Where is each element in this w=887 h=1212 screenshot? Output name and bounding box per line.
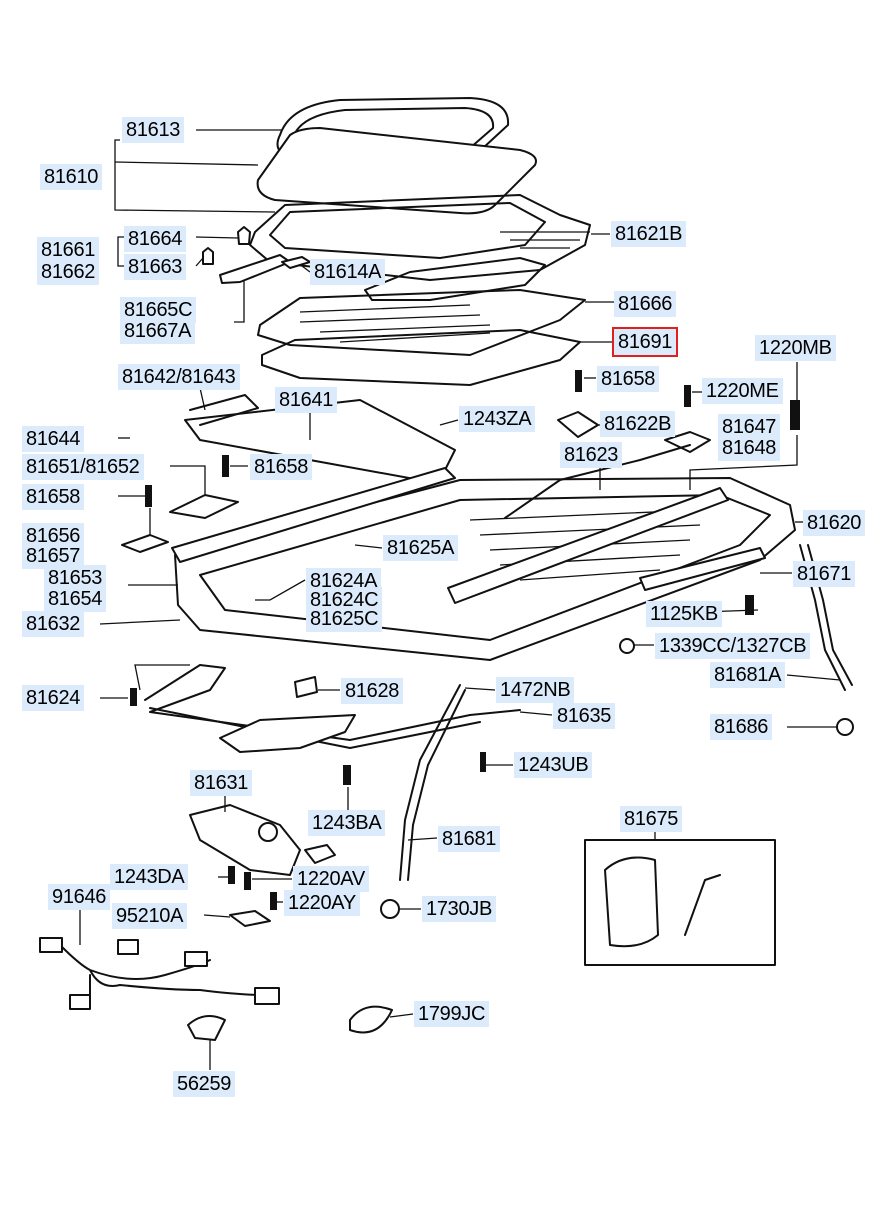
part-label-1730JB[interactable]: 1730JB — [422, 896, 497, 922]
part-label-81622B[interactable]: 81622B — [600, 411, 676, 437]
part-label-81658-c[interactable]: 81658 — [22, 484, 85, 510]
part-label-1243UB[interactable]: 1243UB — [514, 752, 593, 778]
glass-frame — [249, 194, 591, 281]
part-label-1220AV[interactable]: 1220AV — [293, 866, 369, 892]
part-label-81641[interactable]: 81641 — [275, 387, 338, 413]
screws — [130, 370, 800, 910]
clip — [202, 247, 214, 265]
part-label-81658-b[interactable]: 81658 — [250, 454, 313, 480]
part-label-81681A[interactable]: 81681A — [710, 662, 786, 688]
part-label-1243DA[interactable]: 1243DA — [110, 864, 189, 890]
part-label-81681[interactable]: 81681 — [438, 826, 501, 852]
block — [557, 411, 599, 438]
part-label-1339CC-1327CB[interactable]: 1339CC/1327CB — [655, 633, 811, 659]
guide-rail-left — [171, 467, 456, 563]
part-label-81631[interactable]: 81631 — [190, 770, 253, 796]
sunroof-housing — [174, 477, 796, 661]
part-label-81654[interactable]: 81654 — [44, 586, 107, 612]
part-label-81663[interactable]: 81663 — [124, 254, 187, 280]
part-label-1472NB[interactable]: 1472NB — [496, 677, 575, 703]
clip — [237, 226, 251, 245]
part-label-81648[interactable]: 81648 — [718, 435, 781, 461]
part-label-91646[interactable]: 91646 — [48, 884, 111, 910]
part-label-81666[interactable]: 81666 — [614, 291, 677, 317]
part-label-81644[interactable]: 81644 — [22, 426, 85, 452]
rear-rail — [639, 547, 766, 591]
part-label-81624A[interactable]: 81624A — [306, 568, 382, 594]
part-label-81621B[interactable]: 81621B — [611, 221, 687, 247]
clamp — [380, 899, 400, 919]
part-label-81661[interactable]: 81661 — [37, 237, 100, 263]
deflector-arm — [189, 394, 259, 426]
part-label-1220ME[interactable]: 1220ME — [702, 378, 783, 404]
drain-hose — [399, 684, 461, 881]
part-label-81625C[interactable]: 81625C — [306, 606, 383, 632]
part-label-81651-81652[interactable]: 81651/81652 — [22, 454, 144, 480]
part-label-81675[interactable]: 81675 — [620, 806, 683, 832]
guide-rail-right — [447, 487, 729, 604]
nut — [619, 638, 635, 654]
part-label-81635[interactable]: 81635 — [553, 703, 616, 729]
sunshade — [257, 289, 586, 356]
wiring-harness — [59, 944, 266, 1001]
part-label-1220MB[interactable]: 1220MB — [755, 335, 836, 361]
part-label-81691[interactable]: 81691 — [611, 327, 679, 357]
grommet — [836, 718, 854, 736]
motor — [189, 804, 301, 876]
part-label-81662[interactable]: 81662 — [37, 259, 100, 285]
part-label-81657[interactable]: 81657 — [22, 543, 85, 569]
shade-seal — [261, 329, 581, 386]
part-label-81642-81643[interactable]: 81642/81643 — [118, 364, 240, 390]
clip-1799JC — [349, 1005, 393, 1034]
part-label-81614A[interactable]: 81614A — [310, 259, 386, 285]
part-label-81664[interactable]: 81664 — [124, 226, 187, 252]
part-label-95210A[interactable]: 95210A — [112, 903, 188, 929]
part-label-81628[interactable]: 81628 — [341, 678, 404, 704]
clip-56259 — [187, 1015, 226, 1041]
part-label-81625A[interactable]: 81625A — [383, 535, 459, 561]
bracket — [219, 254, 291, 284]
kit-box — [584, 839, 776, 966]
part-label-81671[interactable]: 81671 — [793, 561, 856, 587]
part-label-1799JC[interactable]: 1799JC — [414, 1001, 490, 1027]
bracket — [219, 714, 356, 753]
glass-panel — [256, 127, 537, 215]
part-label-81667A[interactable]: 81667A — [120, 318, 196, 344]
part-label-1125KB[interactable]: 1125KB — [646, 601, 722, 627]
part-label-81610[interactable]: 81610 — [40, 164, 103, 190]
pad — [121, 534, 169, 553]
clip-95210A — [229, 910, 271, 927]
part-label-1220AY[interactable]: 1220AY — [284, 890, 360, 916]
part-label-81686[interactable]: 81686 — [710, 714, 773, 740]
part-label-1243BA[interactable]: 1243BA — [308, 810, 386, 836]
part-label-81613[interactable]: 81613 — [122, 117, 185, 143]
part-label-81623[interactable]: 81623 — [560, 442, 623, 468]
part-label-1243ZA[interactable]: 1243ZA — [459, 406, 536, 432]
part-label-81658-a[interactable]: 81658 — [597, 366, 660, 392]
leader-lines — [79, 129, 841, 1070]
part-label-56259[interactable]: 56259 — [173, 1071, 236, 1097]
part-label-81624[interactable]: 81624 — [22, 685, 85, 711]
bracket — [169, 494, 239, 519]
bracket — [294, 676, 318, 698]
sliding-plate — [364, 257, 546, 301]
part-label-81632[interactable]: 81632 — [22, 611, 85, 637]
part-label-81620[interactable]: 81620 — [803, 510, 866, 536]
